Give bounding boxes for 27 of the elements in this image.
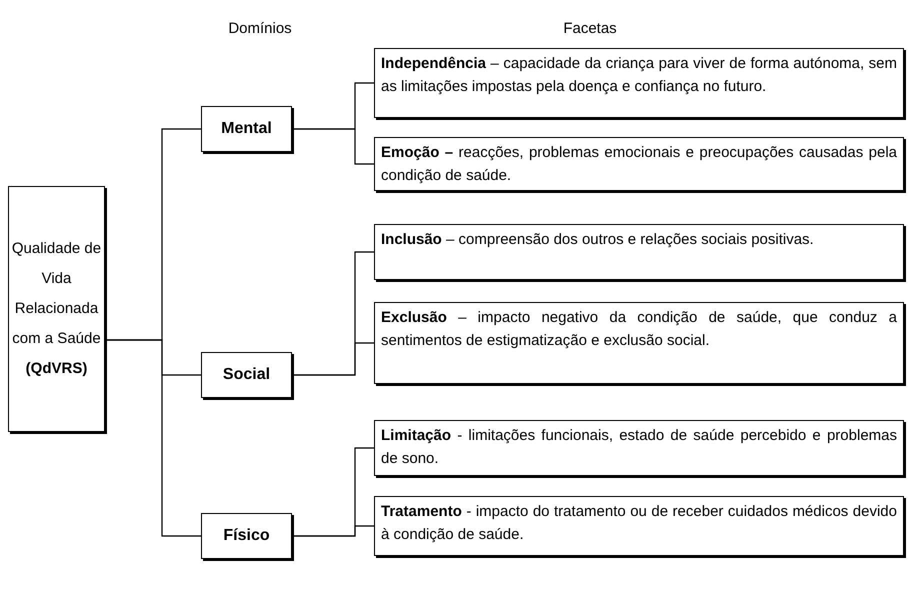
facet-description: Independência – capacidade da criança para viver de forma autónoma, sem as limitações impostas pela doença e confiança no futuro. <box>381 54 897 97</box>
facet-description: Exclusão – impacto negativo da condição de saúde, que conduz a sentimentos de estigmatização e exclusão social. <box>381 308 897 351</box>
connector-line <box>292 128 374 165</box>
facet-description: Inclusão – compreensão dos outros e relações sociais positivas. <box>381 230 815 250</box>
facet-box <box>374 137 904 191</box>
facet-box <box>374 48 904 118</box>
connector-line <box>292 342 374 376</box>
facet-description: Emoção – reacções, problemas emocionais e preocupações causadas pela condição de saúde. <box>381 143 897 186</box>
column-heading: Domínios <box>227 19 293 39</box>
domain-box <box>201 106 292 152</box>
root-text: (QdVRS) <box>26 359 88 379</box>
root-box <box>8 186 105 432</box>
facet-box <box>374 496 904 556</box>
domain-box <box>201 352 292 398</box>
connector-line <box>292 525 374 537</box>
domain-label: Mental <box>221 119 272 139</box>
facet-description: Tratamento - impacto do tratamento ou de receber cuidados médicos devido à condição de saúde. <box>381 502 897 545</box>
facet-description: Limitação - limitações funcionais, estado de saúde percebido e problemas de sono. <box>381 426 897 469</box>
facet-box <box>374 224 904 280</box>
domain-label: Físico <box>223 526 270 546</box>
domain-box <box>201 513 292 559</box>
domain-label: Social <box>222 365 270 385</box>
facet-box <box>374 420 904 476</box>
facet-box <box>374 302 904 384</box>
root-text: Qualidade de Vida Relacionada com a Saúde <box>10 239 102 349</box>
connector-line <box>105 339 201 537</box>
column-heading: Facetas <box>562 19 618 39</box>
